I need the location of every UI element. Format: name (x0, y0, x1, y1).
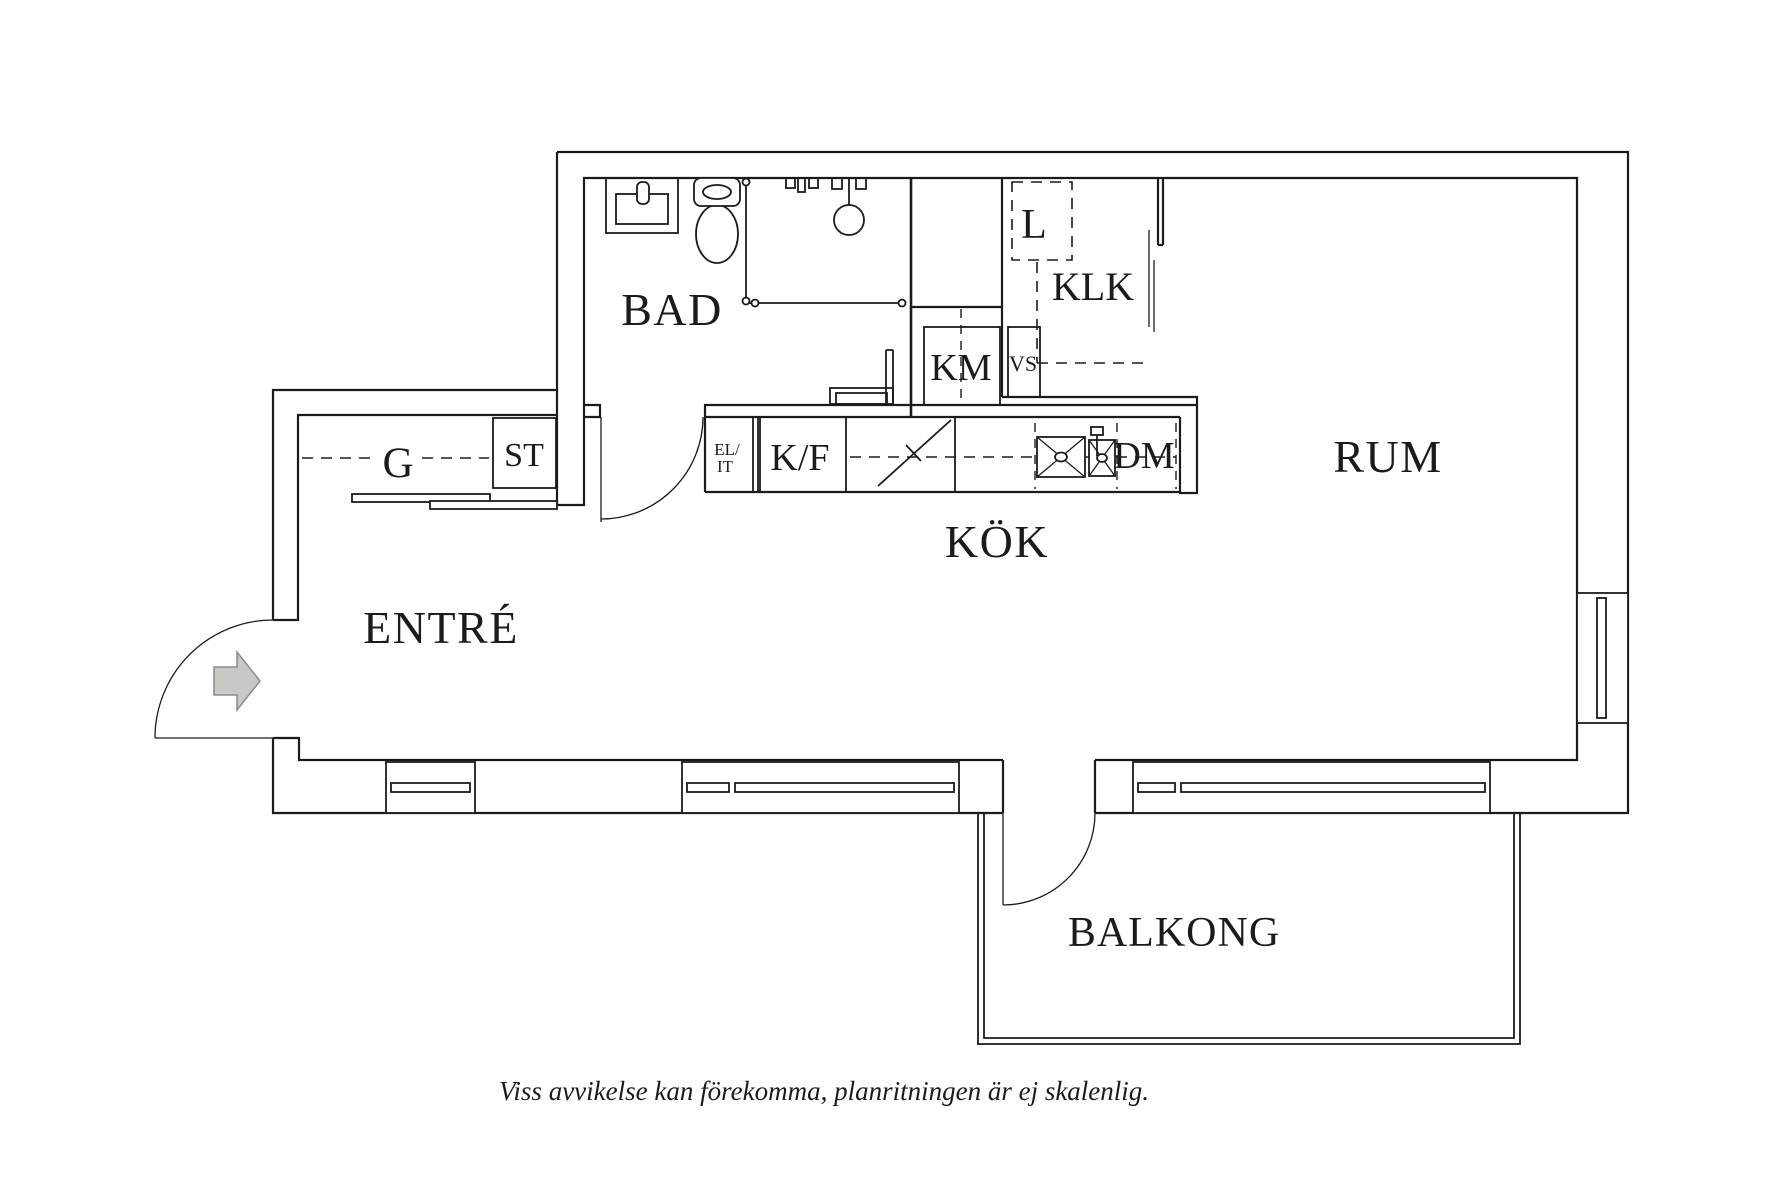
label-dishwasher-dm: DM (1113, 435, 1174, 477)
room-label-klk: KLK (1052, 264, 1134, 309)
entrance-door-arc (154, 619, 274, 739)
wall-bathdoor-jamb (584, 403, 602, 419)
room-label-kok: KÖK (945, 516, 1049, 567)
kitchen-counter (703, 416, 1180, 494)
room-label-bad: BAD (621, 284, 723, 335)
fridge-freezer-box (759, 416, 847, 493)
window-rum-pane-right (1180, 782, 1486, 793)
entrance-door (154, 619, 274, 739)
window-rum-pane-left (1137, 782, 1176, 793)
label-wardrobe-g: G (382, 440, 413, 487)
exterior-walls (271, 150, 1630, 815)
bathroom-fixtures (600, 177, 907, 522)
window-entre-pane (390, 782, 471, 793)
window-kok (681, 761, 960, 814)
window-rum-east-pane (1596, 597, 1607, 719)
wall-kitchen-top (703, 403, 1197, 417)
label-fridge-kf: K/F (770, 437, 829, 479)
cleaning-closet-box (492, 417, 557, 489)
wall-entre-inner (273, 413, 557, 622)
windows (385, 592, 1629, 814)
window-kok-pane-left (686, 782, 730, 793)
bathroom-door-arc (600, 416, 704, 520)
washer-km-box (923, 326, 1001, 406)
label-cleaning-st: ST (504, 437, 544, 474)
labels: BAD ENTRÉ KÖK RUM BALKONG KLK G ST KM VS… (363, 202, 1442, 1106)
shower-icon (741, 177, 907, 308)
window-entre (385, 761, 476, 814)
label-linen-l: L (1021, 202, 1047, 248)
balcony-railing-outer (977, 813, 1521, 1045)
label-el: EL/ (714, 440, 740, 459)
balcony-door-arc (1002, 812, 1096, 906)
faucet-icon (1090, 426, 1104, 436)
wall-bad-left (555, 178, 586, 507)
sink-icon (1036, 426, 1116, 478)
label-shaft-vs: VS (1009, 351, 1037, 376)
hall-closet (302, 417, 558, 510)
washbasin-icon (605, 177, 679, 234)
radiator-icon (829, 387, 894, 405)
balcony-railing-inner (983, 813, 1515, 1039)
closet-sliding-door-1 (351, 493, 491, 503)
linen-closet-dashed (1011, 181, 1073, 261)
window-rum-east (1576, 592, 1629, 724)
label-it: IT (717, 457, 734, 476)
wall-klk-bottom-stub (1002, 395, 1199, 495)
label-washer-km: KM (930, 347, 991, 389)
balcony (977, 760, 1521, 1045)
toilet-icon (693, 177, 741, 264)
wall-klk-right (1156, 178, 1165, 247)
window-kok-pane-right (734, 782, 955, 793)
room-label-entre: ENTRÉ (363, 602, 519, 653)
room-label-rum: RUM (1333, 431, 1442, 482)
closet-sliding-door-2 (429, 500, 558, 510)
vs-shaft-box (1007, 326, 1041, 398)
window-rum (1132, 761, 1491, 814)
wall-outline-inner (273, 176, 1579, 762)
entrance-arrow-icon (213, 649, 261, 713)
stove-icon (877, 419, 952, 487)
disclaimer-caption: Viss avvikelse kan förekomma, planritnin… (499, 1076, 1149, 1106)
wall-outline-outer (271, 150, 1630, 815)
klk-area (923, 181, 1148, 406)
room-label-balkong: BALKONG (1068, 910, 1280, 956)
